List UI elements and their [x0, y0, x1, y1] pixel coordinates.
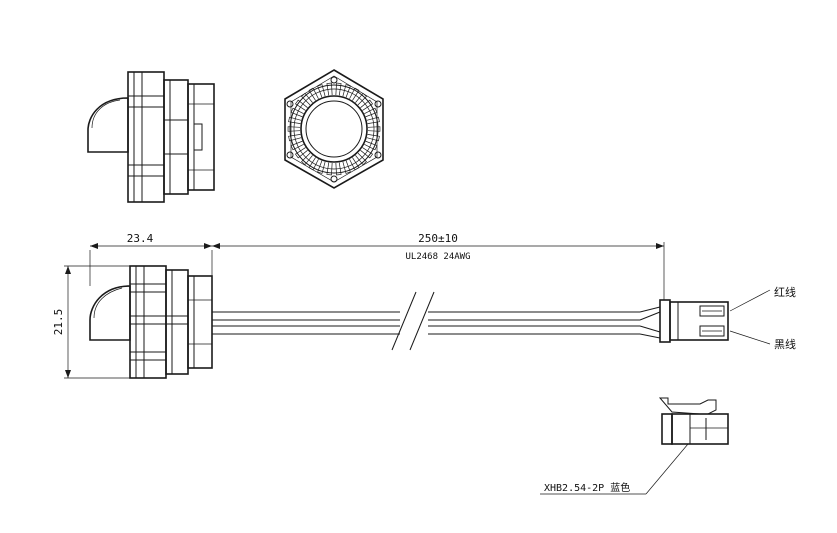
hex-fin	[355, 92, 367, 106]
hex-fin	[317, 160, 326, 174]
hex-fin	[308, 87, 319, 101]
hex-fin	[335, 82, 342, 96]
hex-fin	[287, 126, 301, 132]
hex-fin	[290, 140, 304, 151]
hex-fin	[366, 134, 380, 142]
hex-fin	[335, 162, 342, 176]
hex-fins	[287, 82, 381, 176]
hex-fin	[317, 84, 326, 98]
wire-leaders	[729, 289, 771, 345]
hex-fin	[360, 99, 374, 111]
width-dimension-label: 23.4	[127, 232, 154, 245]
assembly-view	[89, 265, 213, 379]
hex-fin	[326, 162, 333, 176]
connector-leader	[540, 443, 689, 495]
hex-fin	[301, 152, 313, 166]
hex-fin	[349, 87, 360, 101]
hex-fin	[360, 147, 374, 159]
red-wire-label: 红线	[774, 285, 796, 299]
hex-fin	[349, 157, 360, 171]
hex-fin	[342, 84, 351, 98]
cable-spec-label: UL2468 24AWG	[405, 252, 470, 262]
hex-fin	[342, 160, 351, 174]
hex-fin	[308, 157, 319, 171]
black-wire-label: 黑线	[774, 337, 796, 351]
hex-fin	[294, 147, 308, 159]
hex-fin	[355, 152, 367, 166]
cable-length-label: 250±10	[418, 232, 458, 245]
hex-fin	[290, 107, 304, 118]
hex-fin	[364, 140, 378, 151]
cable	[212, 291, 661, 351]
hex-fin	[326, 82, 333, 96]
hex-fin	[367, 126, 381, 132]
hex-fin	[288, 134, 302, 142]
connector-detail	[658, 397, 729, 445]
hex-fin	[366, 116, 380, 124]
connector-end	[659, 299, 729, 343]
hex-fin	[301, 92, 313, 106]
side-view-top	[87, 71, 215, 203]
hex-fin	[288, 116, 302, 124]
connector-spec-label: XHB2.54-2P 蓝色	[544, 481, 630, 494]
hex-fin	[294, 99, 308, 111]
dimension-lines	[64, 242, 665, 379]
hex-fin	[364, 107, 378, 118]
front-view-hex	[284, 69, 384, 189]
height-dimension-label: 21.5	[52, 309, 65, 336]
